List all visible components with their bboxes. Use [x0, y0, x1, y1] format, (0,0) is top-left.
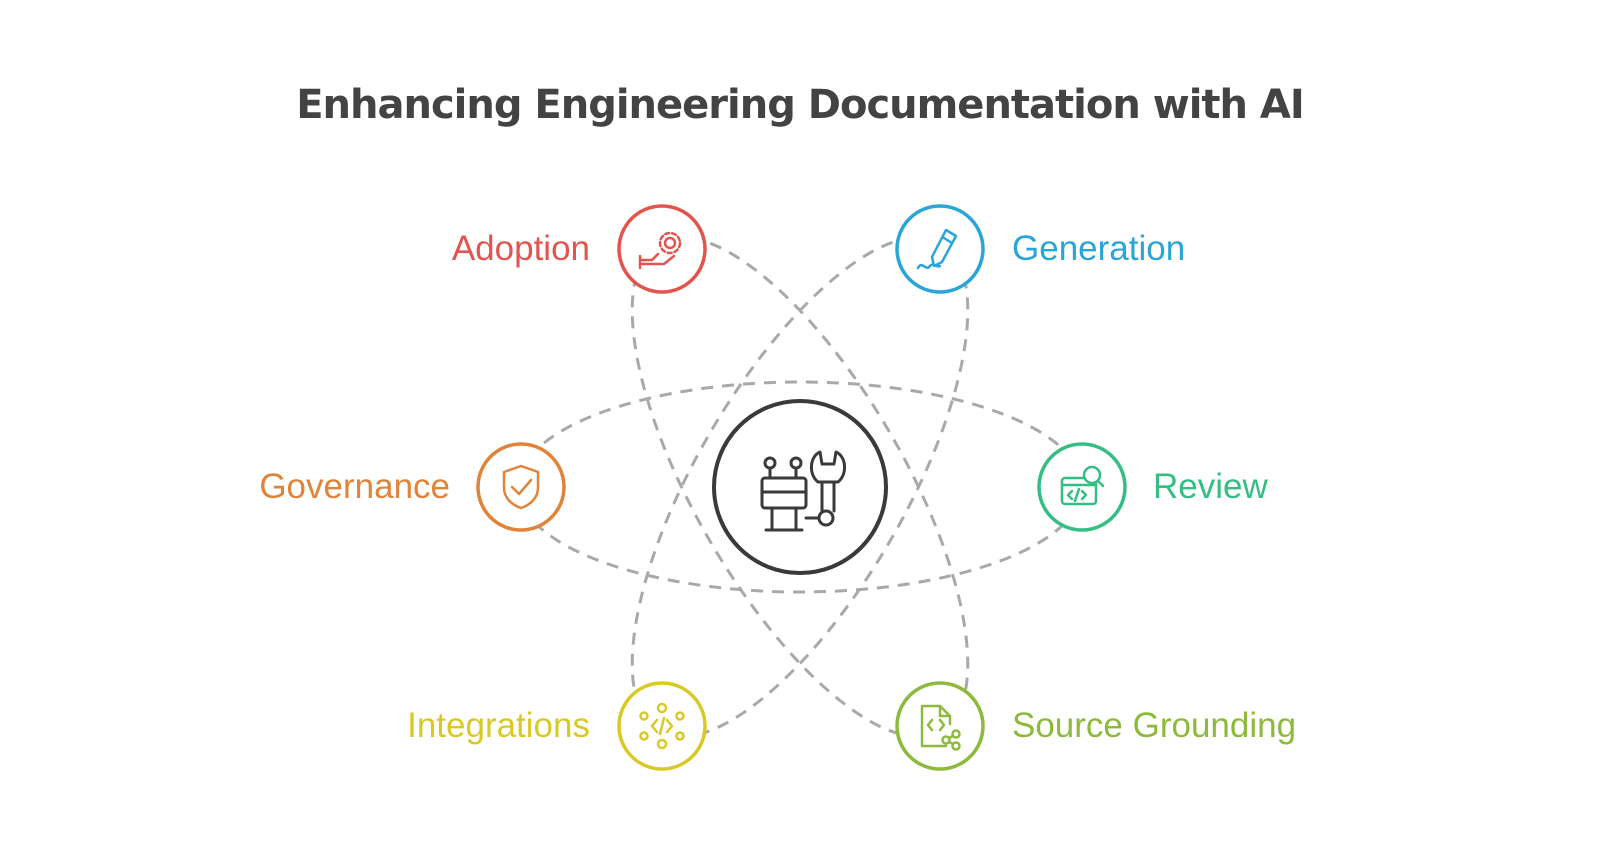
robot-wrench-icon: [760, 450, 846, 532]
node-adoption[interactable]: [617, 204, 707, 294]
node-label-integrations: Integrations: [407, 706, 590, 745]
file-code-share-icon: [920, 704, 961, 751]
code-gears-icon: [639, 702, 685, 750]
node-integrations[interactable]: [617, 681, 707, 771]
code-window-search-icon: [1060, 465, 1105, 506]
node-label-review: Review: [1153, 467, 1268, 506]
node-source-grounding[interactable]: [895, 681, 985, 771]
node-generation[interactable]: [895, 204, 985, 294]
diagram-title: Enhancing Engineering Documentation with…: [296, 82, 1305, 128]
hand-gear-icon: [638, 231, 682, 270]
node-review[interactable]: [1037, 442, 1127, 532]
node-label-generation: Generation: [1012, 229, 1186, 268]
node-label-source-grounding: Source Grounding: [1012, 706, 1297, 745]
node-label-adoption: Adoption: [451, 229, 590, 268]
shield-check-icon: [502, 464, 540, 510]
node-governance[interactable]: [476, 442, 566, 532]
center-node: [712, 399, 888, 575]
pen-signature-icon: [916, 228, 958, 270]
node-label-governance: Governance: [259, 467, 450, 506]
